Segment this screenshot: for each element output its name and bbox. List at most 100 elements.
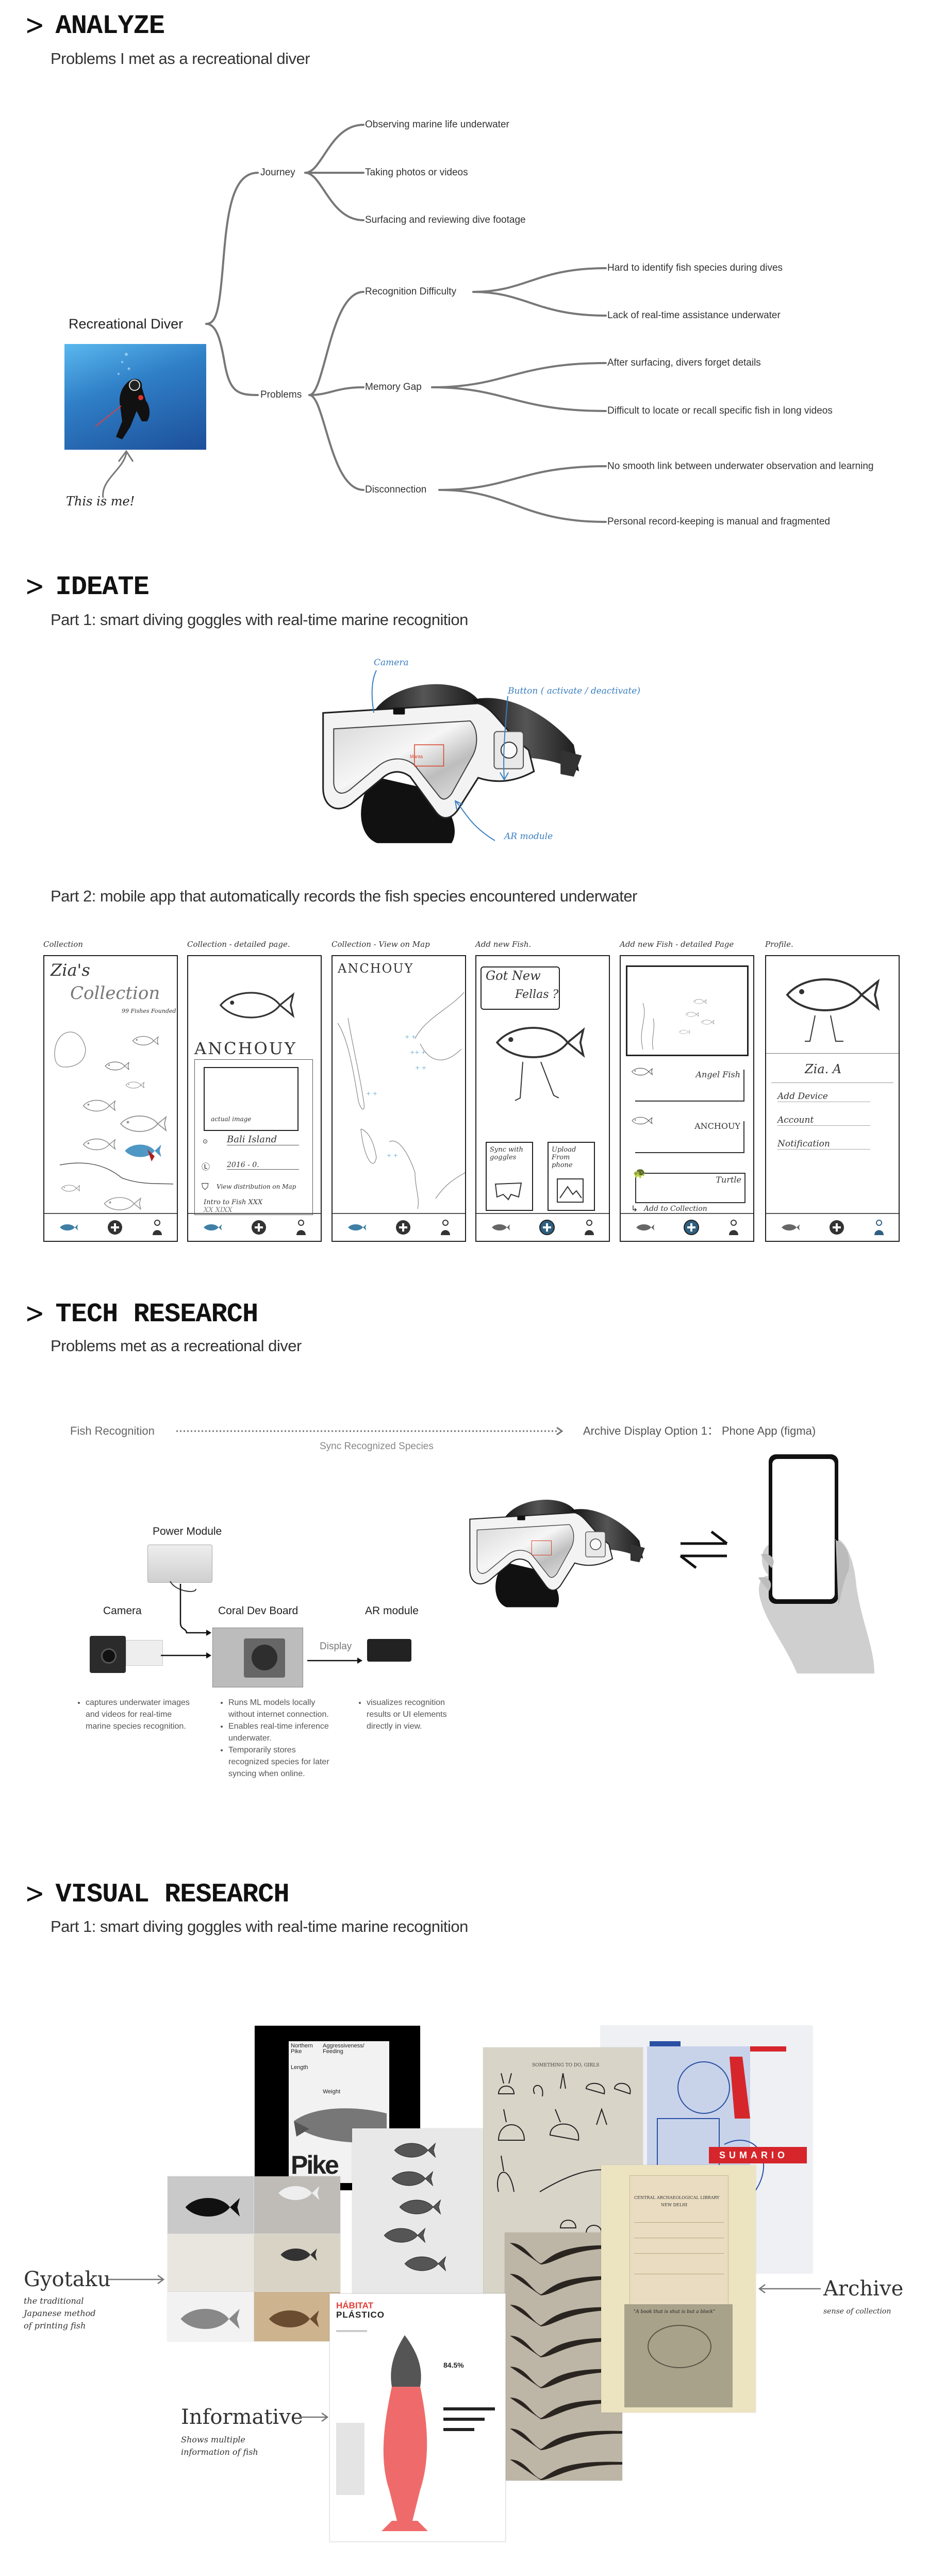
nav-plus-circle-icon[interactable] (251, 1219, 267, 1236)
mind-map-connectors (205, 124, 607, 523)
gyotaku-photo (254, 2176, 340, 2234)
chevron-right-icon: > (25, 1876, 45, 1910)
connector-problems-memory (308, 386, 364, 396)
connector-disconnection-1 (438, 465, 607, 491)
mind-map-recognition: Recognition Difficulty (365, 286, 457, 297)
collection-title-2: Collection (70, 983, 160, 1004)
upload-phone-button[interactable]: Upload From phone (548, 1142, 595, 1211)
nav-fish-icon[interactable] (58, 1222, 79, 1233)
nav-plus-circle-icon[interactable] (107, 1219, 123, 1236)
camera-module-image (90, 1636, 126, 1673)
upload-phone-label: Upload From phone (552, 1146, 576, 1169)
species-option[interactable]: 🐢 Turtle (633, 1168, 745, 1203)
flow-to: Archive Display Option 1： Phone App (fig… (583, 1424, 816, 1437)
nav-fish-icon[interactable] (635, 1222, 655, 1233)
ideate-title-text: IDEATE (55, 572, 150, 602)
nav-person-icon[interactable] (295, 1219, 307, 1236)
nav-plus-circle-icon[interactable] (828, 1219, 845, 1236)
divider (771, 1082, 893, 1083)
nav-person-icon[interactable] (152, 1219, 163, 1236)
mind-map-leaf: After surfacing, divers forget details (607, 357, 761, 368)
menu-notification[interactable]: Notification (777, 1139, 870, 1150)
note-item: visualizes recognition results or UI ele… (367, 1697, 462, 1732)
add-to-collection-button[interactable]: Add to Collection (644, 1205, 707, 1213)
visual-title: > VISUAL RESEARCH (25, 1876, 290, 1910)
library-stamp (648, 2325, 711, 2368)
nav-plus-circle-icon[interactable] (395, 1219, 411, 1236)
map-fish-name: ANCHOUY (338, 961, 414, 976)
menu-add-device[interactable]: Add Device (777, 1091, 870, 1102)
nav-fish-icon[interactable] (490, 1222, 511, 1233)
screen-label: Add new Fish - detailed Page (620, 940, 734, 949)
nav-person-icon[interactable] (584, 1219, 595, 1236)
visual-title-text: VISUAL RESEARCH (55, 1879, 290, 1910)
library-card-slip: CENTRAL ARCHAEOLOGICAL LIBRARY NEW DELHI (629, 2175, 728, 2326)
collection-count: 99 Fishes Founded (122, 1008, 176, 1014)
library-pocket: "A book that is shut is but a block" (624, 2304, 733, 2407)
bidirectional-arrows-icon (680, 1531, 728, 1569)
connector-disconnection-2 (438, 489, 607, 523)
note-item: Runs ML models locally without internet … (228, 1697, 337, 1720)
species-option-label: Turtle (716, 1175, 741, 1185)
chevron-right-icon: > (25, 1296, 45, 1330)
collection-title: Zia's (51, 960, 90, 980)
nav-fish-icon[interactable] (202, 1222, 223, 1233)
location-pin-icon: ⊙ (203, 1138, 208, 1145)
mascot-fish-sketch (496, 1027, 585, 1101)
screen-add-fish: Got New Fellas ? Sync with goggles Uploa… (475, 955, 610, 1242)
species-option[interactable]: Angel Fish (632, 1068, 744, 1102)
pike-length: Length (291, 2064, 308, 2071)
nav-plus-circle-icon[interactable] (539, 1219, 555, 1236)
nav-person-icon[interactable] (440, 1219, 451, 1236)
screen-add-fish-detail: Angel Fish ANCHOUY 🐢 Turtle ↳ Add to Col… (620, 955, 754, 1242)
nav-person-icon[interactable] (873, 1219, 885, 1236)
camera-label: Camera (103, 1605, 142, 1617)
detail-card (194, 1059, 313, 1215)
stingray-silhouettes (510, 2243, 622, 2480)
ar-module-image (367, 1639, 411, 1662)
tech-title: >TECH RESEARCH (25, 1297, 258, 1330)
ideate-part2: Part 2: mobile app that automatically re… (51, 887, 637, 905)
screen-label: Collection (43, 940, 83, 949)
mind-map-memory: Memory Gap (365, 382, 422, 392)
hand-holding-phone (758, 1454, 874, 1673)
captured-fish-sketch (641, 999, 715, 1050)
species-option[interactable]: ANCHOUY (632, 1117, 744, 1153)
bottom-nav (188, 1213, 321, 1241)
nav-plus-circle-icon[interactable] (683, 1219, 700, 1236)
nav-fish-icon[interactable] (780, 1222, 801, 1233)
mind-map-disconnection: Disconnection (365, 484, 427, 495)
gyotaku-arrow (108, 2274, 165, 2285)
nav-fish-icon[interactable] (346, 1222, 367, 1233)
annotation-lines (371, 670, 509, 841)
screen-collection-detail: ANCHOUY actual image ⊙ Bali Island Ⓛ 201… (187, 955, 322, 1242)
screen-label: Add new Fish. (475, 940, 532, 949)
rabbit-sketches (497, 2073, 631, 2234)
archive-arrow (758, 2284, 821, 2294)
connector-journey-1 (304, 124, 364, 174)
magazine-word: SUMARIO (719, 2150, 788, 2160)
analyze-subtitle: Problems I met as a recreational diver (51, 50, 310, 68)
nav-person-icon[interactable] (728, 1219, 739, 1236)
library-quote: "A book that is shut is but a block" (634, 2309, 716, 2315)
fish-icon (632, 1117, 653, 1125)
fish-icon (632, 1068, 653, 1076)
annotation-camera: Camera (374, 658, 409, 668)
fish-doodles (54, 1031, 174, 1211)
screen-profile: Zia. A Add Device Account Notification (765, 955, 900, 1242)
ar-notes: visualizes recognition results or UI ele… (358, 1697, 462, 1732)
connector-problems-recognition (308, 291, 364, 396)
screen-label: Profile. (765, 940, 793, 949)
note-item: captures underwater images and videos fo… (86, 1697, 194, 1732)
board-label: Coral Dev Board (218, 1605, 299, 1617)
menu-account[interactable]: Account (777, 1115, 870, 1126)
bottom-nav (44, 1213, 177, 1241)
bottom-nav (476, 1213, 609, 1241)
sync-goggles-button[interactable]: Sync with goggles (486, 1142, 533, 1211)
mind-map-journey: Journey (260, 167, 295, 178)
bottom-nav (766, 1213, 899, 1241)
world-map-sketch: + +++ ++ ++ ++ ++ + (337, 992, 465, 1209)
ideate-title: >IDEATE (25, 569, 150, 603)
view-map-link[interactable]: View distribution on Map (217, 1183, 296, 1190)
mind-map-leaf: No smooth link between underwater observ… (607, 461, 874, 472)
